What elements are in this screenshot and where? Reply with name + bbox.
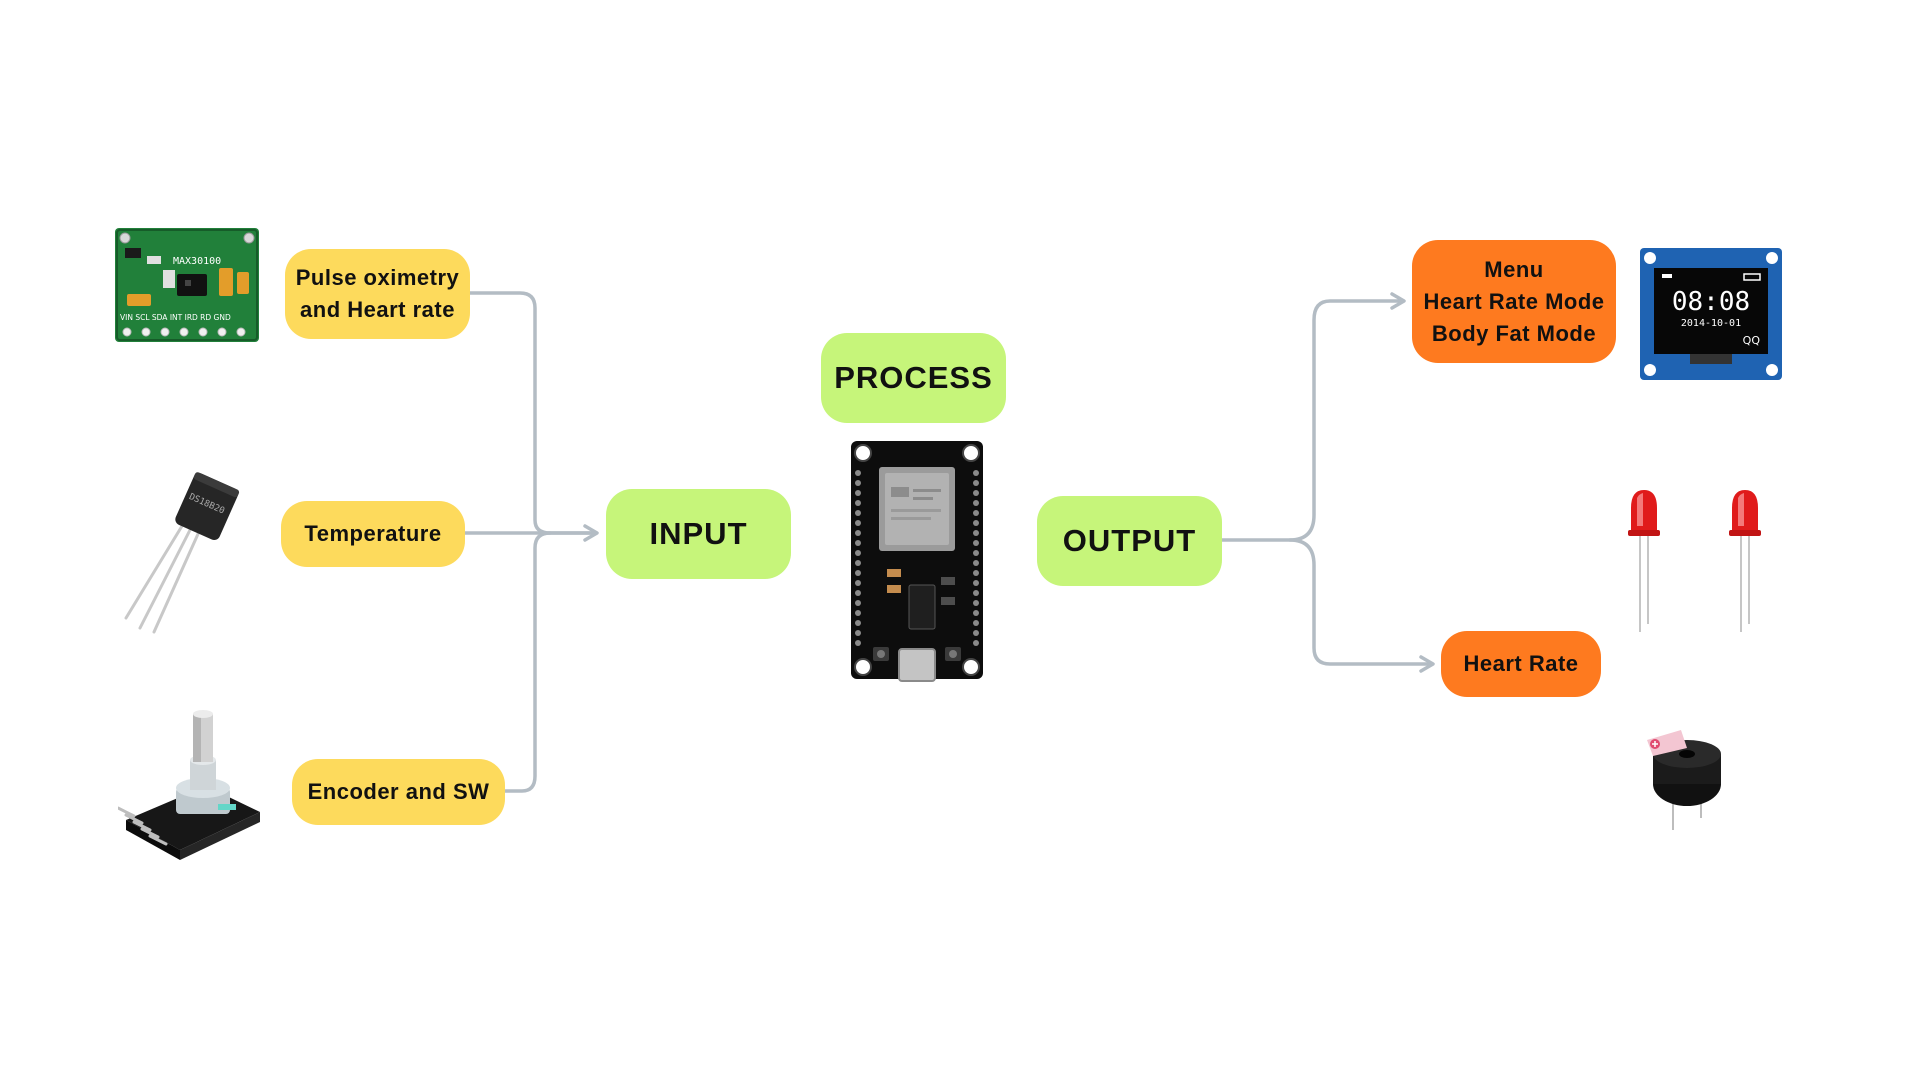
- input-box-encoder: Encoder and SW: [292, 759, 505, 825]
- output-label-line: Heart Rate: [1463, 651, 1579, 676]
- input-box-temperature: Temperature: [281, 501, 465, 567]
- input-box-pulse-oximetry: Pulse oximetry and Heart rate: [285, 249, 470, 339]
- stage-input-label: INPUT: [649, 516, 748, 551]
- input-label-line: and Heart rate: [300, 297, 455, 322]
- output-label-line: Heart Rate Mode: [1423, 288, 1605, 314]
- connector-output-to-heart-rate: [1288, 538, 1432, 666]
- red-led-icon: [1729, 490, 1761, 632]
- max30100-chip-label: MAX30100: [173, 256, 221, 267]
- buzzer-icon: [1647, 730, 1721, 830]
- stage-process-label: PROCESS: [834, 360, 993, 395]
- input-label-line: Temperature: [304, 521, 442, 546]
- stage-process: PROCESS: [821, 333, 1006, 423]
- output-box-heart-rate: Heart Rate: [1441, 631, 1601, 697]
- arrowhead-input: [583, 524, 599, 542]
- stage-output: OUTPUT: [1037, 496, 1222, 586]
- oled-tag: QQ: [1743, 334, 1761, 347]
- ds18b20-sensor-icon: DS18B20: [124, 472, 240, 634]
- oled-time: 08:08: [1672, 287, 1750, 317]
- output-label-line: Body Fat Mode: [1431, 320, 1597, 346]
- red-led-icon: [1628, 490, 1660, 632]
- stage-input: INPUT: [606, 489, 791, 579]
- stage-output-label: OUTPUT: [1062, 523, 1197, 558]
- oled-display-icon: 08:08 2014-10-01 QQ: [1640, 248, 1782, 380]
- esp32-board-icon: [851, 441, 983, 682]
- arrowhead-output-heart-rate: [1419, 655, 1435, 673]
- input-label-line: Pulse oximetry: [295, 265, 460, 290]
- output-box-menu: Menu Heart Rate Mode Body Fat Mode: [1412, 240, 1616, 363]
- connector-pulse-to-input: [468, 291, 597, 535]
- rotary-encoder-icon: [118, 710, 260, 860]
- connector-encoder-to-input: [503, 531, 552, 793]
- input-label-line: Encoder and SW: [307, 779, 490, 804]
- connector-output-split: [1220, 299, 1404, 542]
- max30100-pin-labels: VIN SCL SDA INT IRD RD GND: [120, 313, 231, 322]
- output-label-line: Menu: [1484, 256, 1544, 282]
- max30100-sensor-icon: MAX30100 VIN SCL SDA INT IRD RD GND: [115, 228, 259, 342]
- arrowhead-output-menu: [1390, 292, 1406, 310]
- oled-date: 2014-10-01: [1681, 318, 1741, 329]
